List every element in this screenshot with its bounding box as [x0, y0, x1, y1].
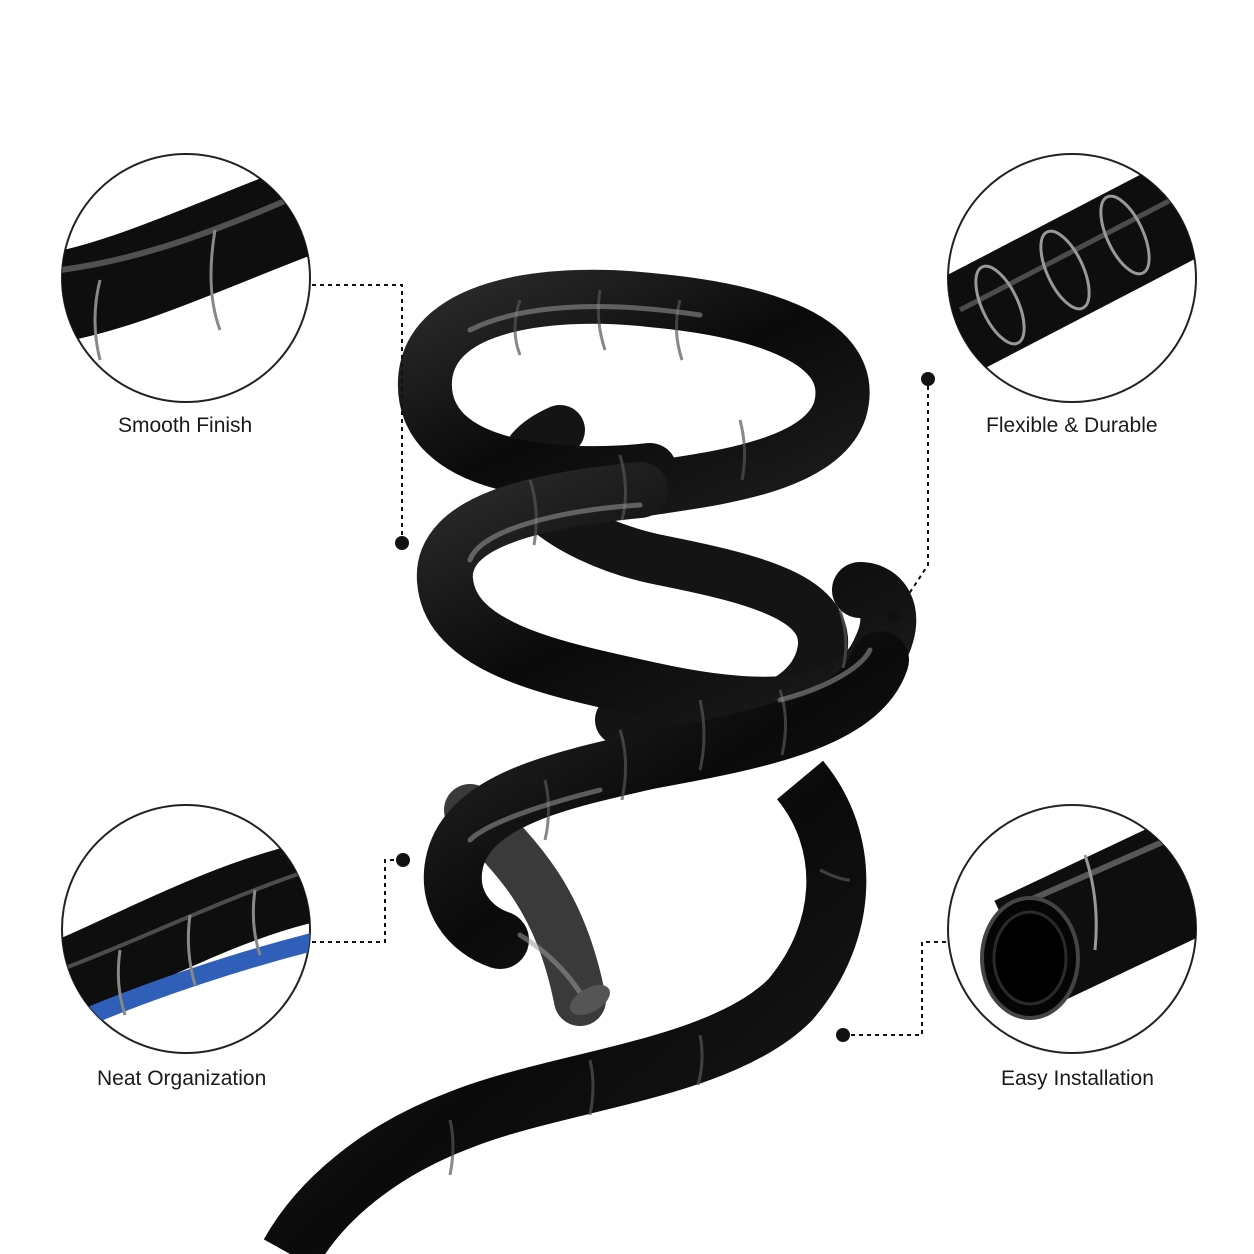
leader-lines [312, 284, 947, 1036]
feature-label-neat-organization: Neat Organization [97, 1067, 267, 1090]
feature-label-flexible-durable: Flexible & Durable [986, 414, 1158, 437]
detail-circle-smooth-finish [61, 153, 311, 403]
leader-dot-smooth [395, 536, 409, 550]
detail-circle-neat-organization [61, 804, 311, 1054]
spiral-cable-wrap [263, 269, 917, 1254]
leader-dot-flex [921, 372, 935, 386]
detail-circle-flexible-durable [947, 153, 1197, 403]
leader-dot-easy [836, 1028, 850, 1042]
leader-dot-neat [396, 853, 410, 867]
leader-dot-flex-end [888, 609, 902, 623]
feature-label-easy-installation: Easy Installation [1001, 1067, 1154, 1090]
feature-label-smooth-finish: Smooth Finish [118, 414, 253, 437]
detail-circle-easy-installation [947, 804, 1197, 1054]
